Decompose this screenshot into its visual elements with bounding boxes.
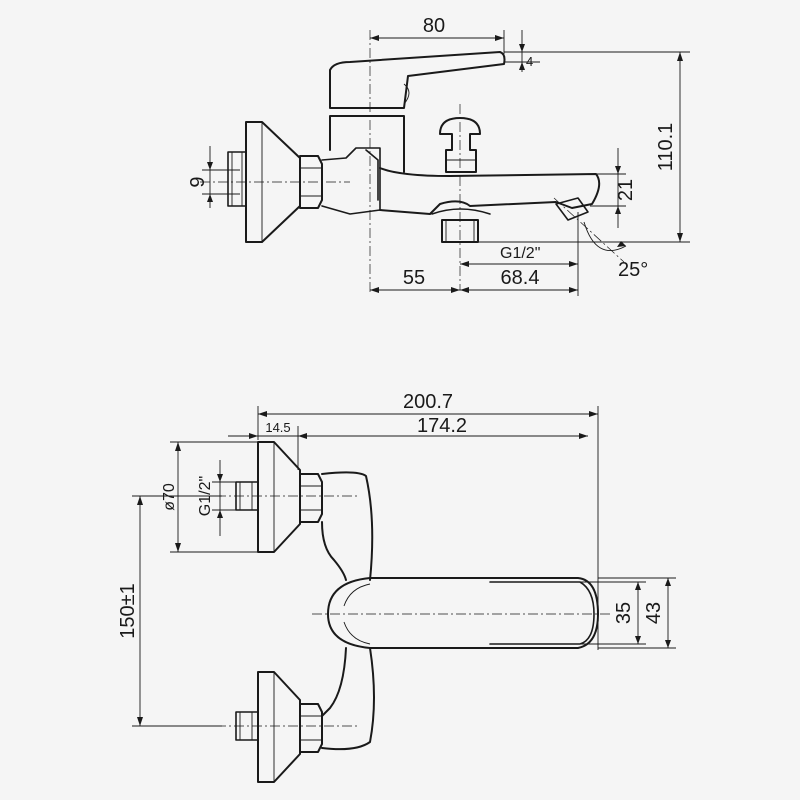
elbow-shade: [365, 149, 379, 201]
arrowhead: [460, 261, 469, 267]
hex-nut-upper: [299, 473, 323, 523]
arrowhead: [460, 287, 469, 293]
dim-label-outlet-height: 21: [615, 179, 637, 201]
wall-flange-lower: [257, 671, 301, 783]
dim-label-offset-right: 68.4: [501, 267, 540, 289]
dim-label-handle-width-outer: 43: [643, 602, 665, 624]
pipe-stub-top: [227, 151, 247, 207]
handle-shading: [343, 583, 371, 645]
dim-label-offset-left: 55: [403, 267, 425, 289]
arrowhead: [258, 411, 267, 417]
arrowhead: [495, 35, 504, 41]
dim-label-total-length: 200.7: [403, 391, 453, 413]
arrowhead: [451, 287, 460, 293]
side-elevation-view: 80 4 110.1 21 9 55 68: [187, 15, 690, 296]
dim-label-wall-offset: 14.5: [265, 420, 290, 435]
arrowhead: [635, 582, 641, 590]
arrowhead: [519, 44, 525, 52]
arrowhead: [635, 636, 641, 644]
arrowhead: [207, 194, 213, 202]
dim-label-body-length: 174.2: [417, 415, 467, 437]
angle-label: 25°: [618, 259, 648, 281]
arrowhead: [615, 166, 621, 174]
arrowhead: [615, 206, 621, 214]
arrowhead: [665, 578, 671, 586]
arrowhead: [137, 496, 143, 505]
lever-handle-top: [329, 51, 506, 109]
handle-inner-outline: [489, 581, 595, 645]
spout-top: [379, 167, 601, 215]
spout-angle-line: [553, 197, 625, 263]
dim-label-handle-width-inner: 35: [613, 602, 635, 624]
connector-arm-top: [321, 147, 381, 215]
arrowhead: [217, 474, 223, 482]
valve-body-column: [329, 115, 405, 173]
arrowhead: [217, 510, 223, 518]
arrowhead: [677, 52, 683, 61]
diverter-knob: [439, 117, 481, 173]
angle-arc: [583, 221, 627, 251]
arrowhead: [579, 433, 588, 439]
dim-label-centers: 150±1: [117, 583, 139, 638]
dim-label-pipe-height: 9: [187, 176, 209, 187]
arrowhead: [677, 233, 683, 242]
arrowhead: [665, 640, 671, 648]
wall-flange-upper: [257, 441, 301, 553]
arrowhead: [569, 261, 578, 267]
arrowhead: [519, 62, 525, 70]
dim-label-handle-tilt: 4: [526, 54, 533, 69]
arrowhead: [569, 287, 578, 293]
arrowhead: [370, 35, 379, 41]
arrowhead: [249, 433, 258, 439]
handle-cap: [403, 83, 410, 105]
arrowhead: [175, 442, 181, 451]
arrowhead: [589, 411, 598, 417]
arrowhead: [617, 241, 626, 247]
mixer-body: [321, 471, 375, 751]
arrowhead: [370, 287, 379, 293]
arrowhead: [207, 162, 213, 170]
lever-handle-plan: [327, 577, 599, 649]
aerator-outlet: [555, 197, 589, 221]
arrowhead: [137, 717, 143, 726]
arrowhead: [298, 433, 307, 439]
outlet-neck: [431, 208, 491, 215]
dim-label-total-height: 110.1: [655, 123, 677, 172]
dim-label-handle-length: 80: [423, 15, 445, 37]
thread-label-top: G1/2": [500, 245, 540, 262]
arrowhead: [175, 543, 181, 552]
dim-label-flange-diameter: ø70: [161, 483, 178, 511]
hex-nut-lower: [299, 703, 323, 753]
hex-nut-top: [299, 155, 323, 209]
plan-view: 200.7 14.5 174.2 ø70 G1/2" 150±1: [117, 391, 676, 783]
